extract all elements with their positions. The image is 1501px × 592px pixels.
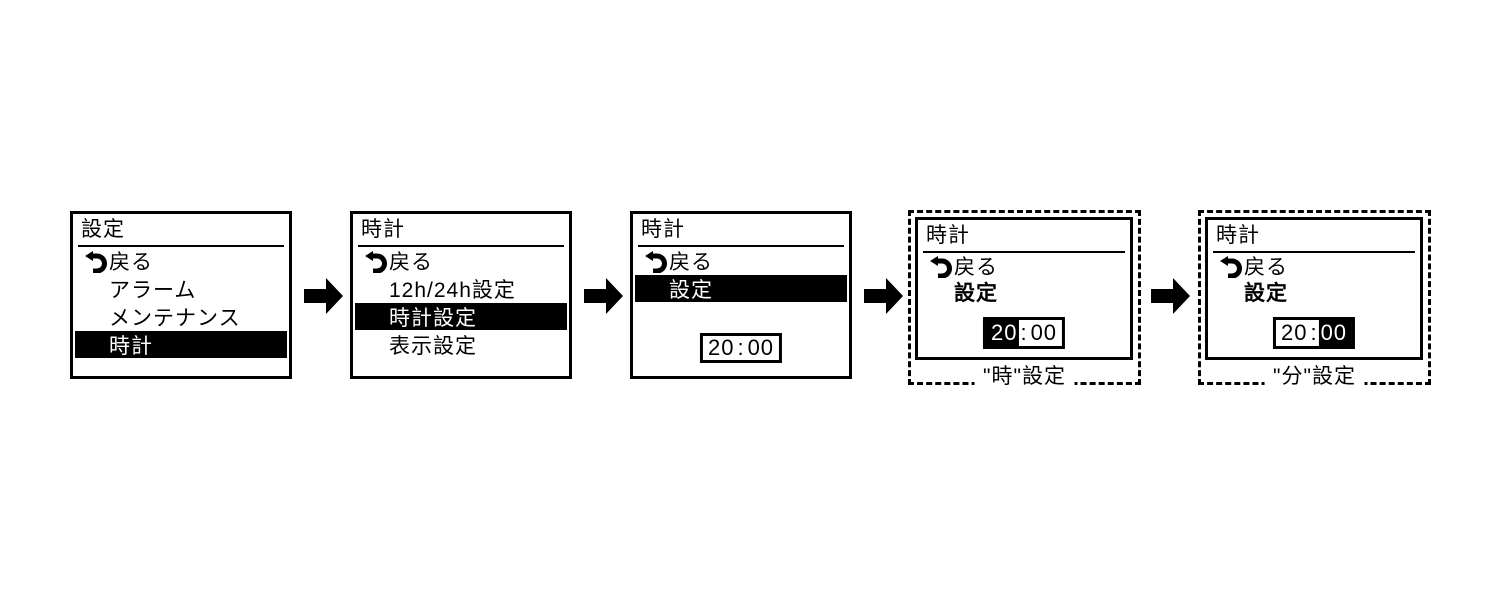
menu-item-back: 戻る [635,247,847,274]
screen-title: 時計 [926,224,970,247]
menu-item-back: 戻る [920,253,1128,279]
menu-item-label: 表示設定 [389,334,477,358]
menu-item-label: 戻る [1244,255,1288,279]
time-minutes: 00 [747,335,775,360]
time-colon: : [737,335,745,360]
title-underline [923,251,1125,253]
menu-item-clock-setting-selected: 時計設定 [355,303,567,330]
menu-item-clock-selected: 時計 [75,331,287,358]
return-arrow-icon [84,249,108,273]
menu-item-label: 時計 [109,334,153,358]
minute-setting-caption: "分"設定 [1264,360,1365,390]
menu-item-alarm: アラーム [75,275,287,302]
menu-item-label: アラーム [109,278,197,302]
menu-item-back: 戻る [75,247,287,274]
time-hours: 20 [1280,320,1308,345]
screen-hour-setting: 時計 戻る 設定 20 : 00 [915,217,1133,360]
menu-item-label: 設定 [1244,282,1288,305]
time-display: 20 : 00 [699,333,783,363]
screen-clock-setting: 時計 戻る 設定 20 : 00 [630,211,852,379]
minute-setting-group: 時計 戻る 設定 20 : 00 "分"設定 [1198,210,1431,390]
screen-title: 設定 [81,218,125,241]
flow-arrow-icon [584,277,624,315]
time-hours: 20 [707,335,735,360]
menu-item-label: 戻る [389,250,433,274]
screen-title: 時計 [361,218,405,241]
hour-setting-group: 時計 戻る 設定 20 : 00 "時"設定 [908,210,1141,390]
menu-item-maintenance: メンテナンス [75,303,287,330]
return-arrow-icon [929,254,953,278]
menu-item-label: メンテナンス [109,306,241,330]
time-minutes: 00 [1030,320,1058,345]
screen-title: 時計 [641,218,685,241]
title-underline [78,245,284,247]
screen-settings-menu: 設定 戻る アラーム メンテナンス 時計 [70,211,292,379]
menu-item-setting: 設定 [920,279,1128,305]
menu-item-label: 戻る [109,250,153,274]
title-underline [358,245,564,247]
time-colon: : [1310,320,1318,345]
screen-minute-setting: 時計 戻る 設定 20 : 00 [1205,217,1423,360]
time-colon: : [1020,320,1028,345]
flow-arrow-icon [1151,277,1191,315]
hour-setting-caption: "時"設定 [974,360,1075,390]
return-arrow-icon [644,249,668,273]
screen-title: 時計 [1216,224,1260,247]
menu-item-setting-selected: 設定 [635,275,847,302]
menu-item-label: 戻る [669,250,713,274]
flow-arrow-icon [304,277,344,315]
screen-clock-menu: 時計 戻る 12h/24h設定 時計設定 表示設定 [350,211,572,379]
menu-item-back: 戻る [1210,253,1418,279]
menu-item-setting: 設定 [1210,279,1418,305]
menu-item-back: 戻る [355,247,567,274]
menu-item-label: 時計設定 [389,306,477,330]
return-arrow-icon [364,249,388,273]
menu-item-label: 戻る [954,255,998,279]
menu-item-label: 設定 [669,278,713,302]
return-arrow-icon [1219,254,1243,278]
title-underline [1213,251,1415,253]
time-hours-highlighted: 20 [985,320,1020,346]
flow-arrow-icon [864,277,904,315]
menu-item-12h-24h: 12h/24h設定 [355,275,567,302]
menu-item-label: 12h/24h設定 [389,278,516,302]
title-underline [638,245,844,247]
time-display: 20 : 00 [982,317,1066,349]
time-minutes-highlighted: 00 [1318,320,1353,346]
time-display: 20 : 00 [1272,317,1356,349]
menu-item-label: 設定 [954,282,998,305]
menu-item-display-setting: 表示設定 [355,331,567,358]
